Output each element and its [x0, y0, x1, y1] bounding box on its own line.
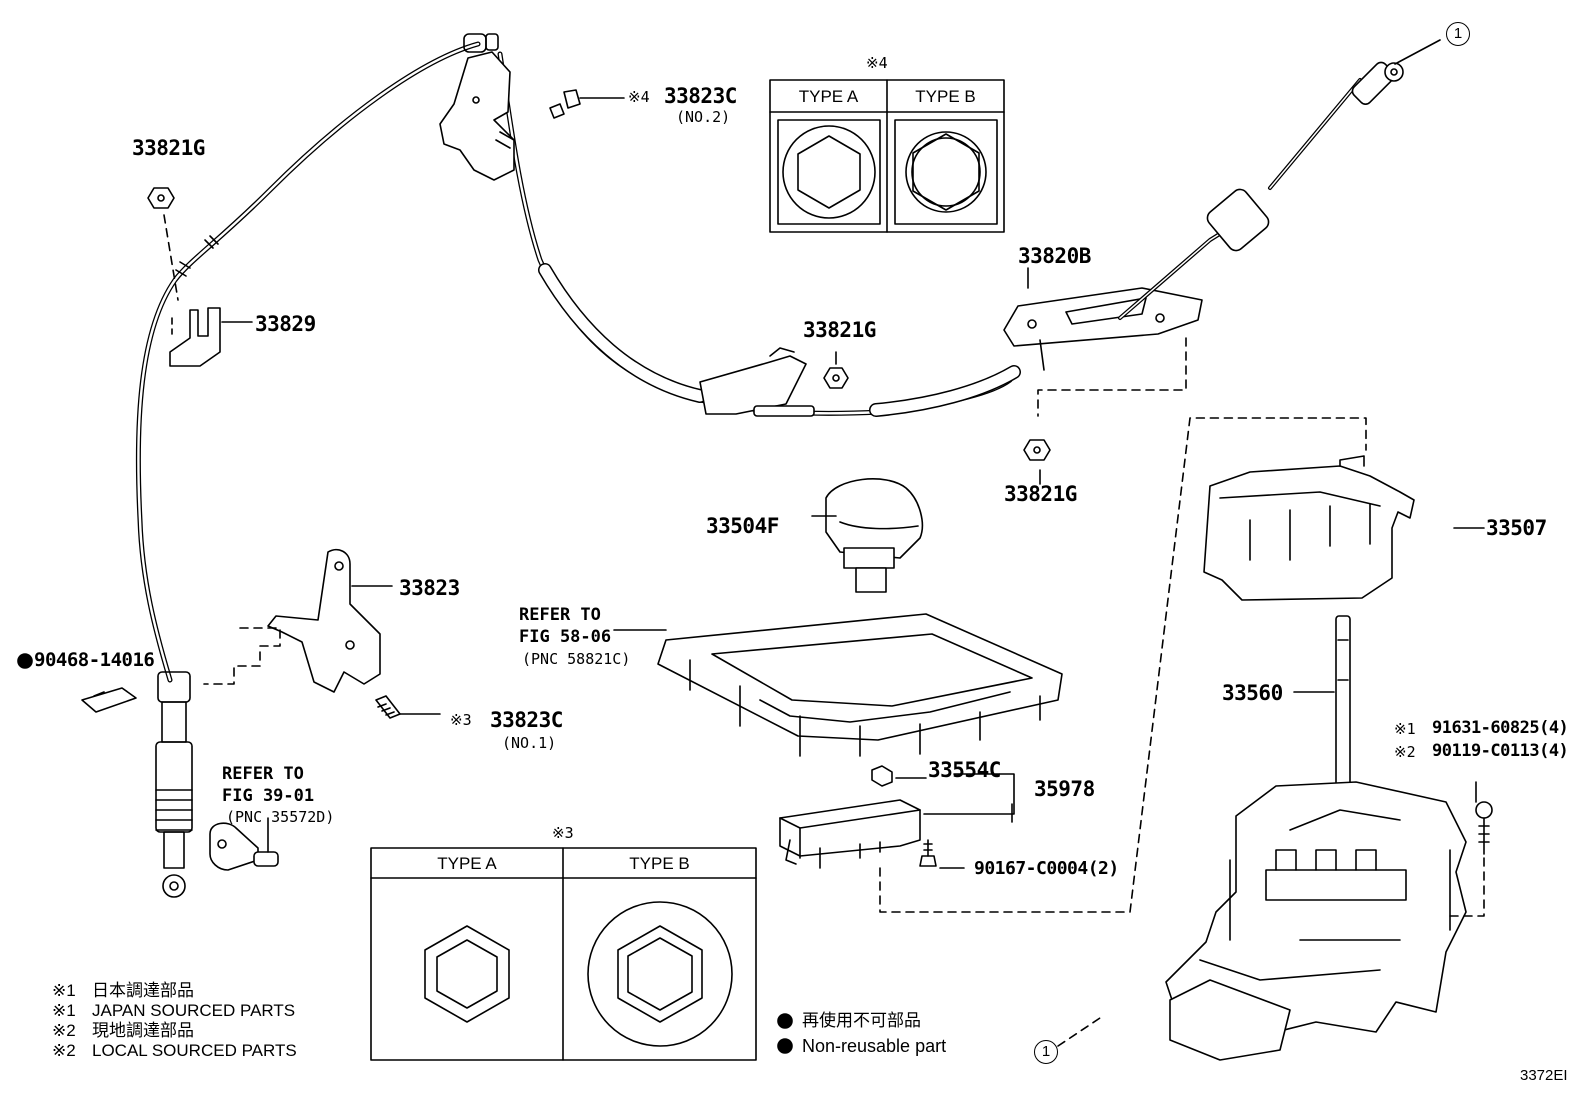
label-33507: 33507 — [1486, 516, 1547, 540]
mark-4-33823c: ※4 — [628, 88, 650, 106]
clip-fig39-01 — [209, 817, 279, 871]
type-box-4 — [769, 79, 1005, 233]
nonreusable-bullet-90468 — [17, 653, 33, 669]
screw-90167-c0004 — [919, 839, 965, 869]
label-33823c-no1: 33823C — [490, 708, 563, 732]
circle-marker-1-bottom: 1 — [1034, 1040, 1058, 1064]
label-no2: (NO.2) — [676, 108, 731, 126]
mark-1-91631: ※1 — [1394, 720, 1416, 738]
clip-90468-14016 — [81, 687, 137, 713]
legend-mark-1-jp: ※1 — [52, 981, 76, 1000]
ref-fig39-01-line2: FIG 39-01 — [222, 786, 315, 806]
ref-fig58-06-line3: (PNC 58821C) — [522, 650, 631, 668]
label-33823c-no2: 33823C — [664, 84, 737, 108]
legend-text-2-jp: 現地調達部品 — [92, 1021, 194, 1040]
label-no1: (NO.1) — [502, 734, 557, 752]
nonreusable-bullet — [777, 1013, 793, 1029]
box3-type-a: TYPE A — [437, 854, 497, 873]
box4-mark: ※4 — [866, 54, 888, 72]
nut-33821g-top — [147, 187, 179, 301]
shift-lever-33560 — [1293, 615, 1351, 809]
leader-lines — [221, 267, 1041, 823]
mark-2-90119: ※2 — [1394, 743, 1416, 761]
label-90167-c0004: 90167-C0004(2) — [974, 858, 1119, 879]
label-33821g-top: 33821G — [132, 136, 205, 160]
label-33504f: 33504F — [706, 514, 779, 538]
shift-lever-base — [1057, 781, 1493, 1061]
label-33823: 33823 — [399, 576, 460, 600]
left-shift-cable — [135, 33, 499, 898]
legend-text-2-en: LOCAL SOURCED PARTS — [92, 1041, 297, 1060]
label-33821g-mid: 33821G — [803, 318, 876, 342]
box4-type-b: TYPE B — [915, 87, 976, 106]
ref-fig39-01-line1: REFER TO — [222, 764, 304, 784]
nut-33821g-low — [1023, 439, 1051, 461]
ref-fig58-06-line2: FIG 58-06 — [519, 627, 612, 647]
cable-bracket-33820b — [1003, 39, 1441, 417]
legend-mark-2-jp: ※2 — [52, 1021, 76, 1040]
legend-mark-1-en: ※1 — [52, 1001, 76, 1020]
nonreusable-jp: 再使用不可部品 — [802, 1011, 921, 1030]
legend-text-1-en: JAPAN SOURCED PARTS — [92, 1001, 296, 1020]
label-90119-c0113: 90119-C0113(4) — [1432, 741, 1569, 761]
mark-3-33823c: ※3 — [450, 711, 472, 729]
clip-33829 — [169, 307, 221, 367]
bracket-33823 — [203, 548, 381, 693]
housing-33507 — [1203, 455, 1485, 601]
console-panel-fig58-06 — [657, 613, 1063, 757]
dashed-guide-lower — [879, 417, 1367, 913]
legend-mark-2-en: ※2 — [52, 1041, 76, 1060]
label-35978: 35978 — [1034, 777, 1095, 801]
nonreusable-en: Non-reusable part — [802, 1036, 947, 1056]
label-33821g-low: 33821G — [1004, 482, 1077, 506]
switch-assembly-35978 — [779, 773, 1015, 869]
box4-type-a: TYPE A — [798, 87, 859, 106]
label-33560: 33560 — [1222, 681, 1283, 705]
ref-fig58-06-line1: REFER TO — [519, 605, 601, 625]
circle-marker-1-top: 1 — [1446, 22, 1470, 46]
label-90468-14016: 90468-14016 — [34, 649, 155, 671]
bolt-33823c-no1 — [375, 695, 441, 719]
transmission-control-cable — [439, 51, 1021, 417]
box3-mark: ※3 — [552, 824, 574, 842]
label-33820b: 33820B — [1018, 244, 1091, 268]
drawing-code: 3372EI — [1520, 1067, 1568, 1084]
bolt-33823c-no2 — [549, 89, 625, 119]
box3-type-b: TYPE B — [629, 854, 690, 873]
label-33829: 33829 — [255, 312, 316, 336]
type-box-3 — [370, 847, 757, 1061]
nonreusable-bullet-2 — [777, 1038, 793, 1054]
legend-text-1-jp: 日本調達部品 — [92, 981, 194, 1000]
clip-33554c — [871, 765, 927, 787]
ref-fig39-01-line3: (PNC 35572D) — [226, 808, 335, 826]
label-91631-60825: 91631-60825(4) — [1432, 718, 1569, 738]
shift-knob-33504f — [825, 478, 924, 593]
nut-33821g-mid — [823, 351, 849, 389]
label-33554c: 33554C — [928, 758, 1001, 782]
